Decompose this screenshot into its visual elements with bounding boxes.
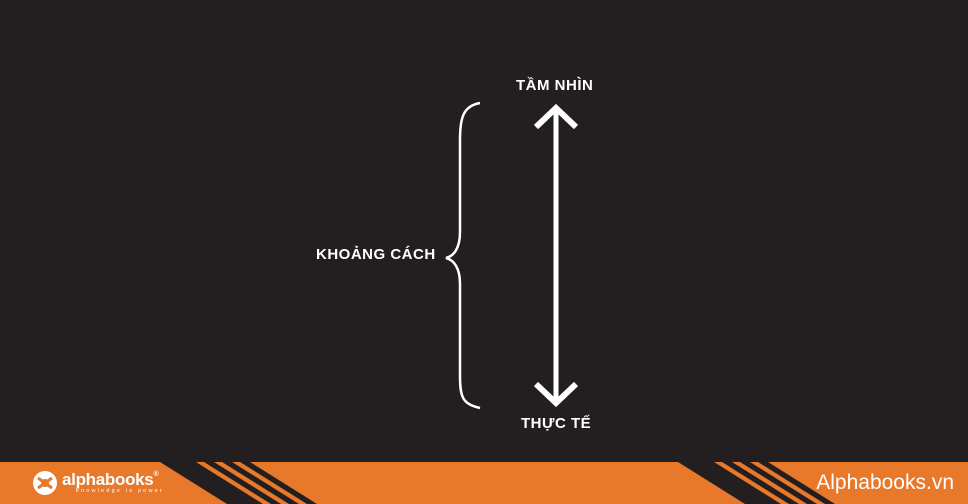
site-url-link[interactable]: Alphabooks.vn <box>816 471 954 494</box>
logo-text: alphabooks® knowledge is power <box>62 471 164 495</box>
alphabooks-logo-icon <box>33 471 57 495</box>
double-headed-arrow-icon <box>533 103 579 408</box>
bottom-label: THỰC TẾ <box>521 415 592 432</box>
logo-tagline: knowledge is power <box>76 488 164 495</box>
alphabooks-logo[interactable]: alphabooks® knowledge is power <box>30 468 164 498</box>
logo-registered: ® <box>153 471 159 479</box>
footer-stripes <box>160 462 835 504</box>
curly-brace-icon <box>445 101 481 410</box>
diagram: TẦM NHÌN THỰC TẾ KHOẢNG CÁCH <box>316 77 594 432</box>
arrow-head-top <box>533 103 579 130</box>
top-label: TẦM NHÌN <box>516 77 594 94</box>
arrow-head-bottom <box>533 381 579 408</box>
footer-bar: alphabooks® knowledge is power Alphabook… <box>0 462 968 504</box>
diagram-graphic <box>445 101 579 410</box>
logo-name: alphabooks <box>62 470 154 490</box>
side-label: KHOẢNG CÁCH <box>316 246 436 263</box>
